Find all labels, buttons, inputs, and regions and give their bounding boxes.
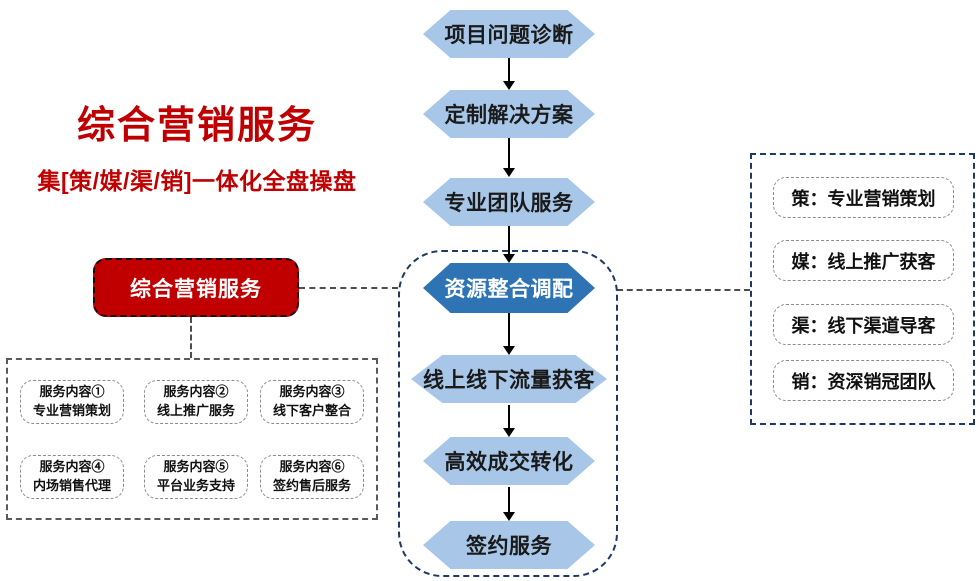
- service-item-number: 服务内容④: [39, 459, 105, 475]
- flow-step-label: 签约服务: [466, 535, 552, 558]
- service-item-2: 服务内容② 线上推广服务: [144, 380, 248, 424]
- service-item-number: 服务内容①: [39, 384, 105, 400]
- connector-flow-to-legend: [617, 289, 750, 291]
- legend-item-sales: 销：资深销冠团队: [773, 360, 954, 401]
- flow-step-problem-diagnosis: 项目问题诊断: [423, 10, 595, 58]
- flow-step-label: 项目问题诊断: [444, 24, 574, 47]
- flow-step-signing-service: 签约服务: [423, 521, 595, 569]
- legend-item-channel: 渠：线下渠道导客: [773, 304, 954, 345]
- service-item-number: 服务内容⑤: [163, 459, 229, 475]
- flow-step-label: 线上线下流量获客: [423, 369, 595, 392]
- service-item-number: 服务内容⑥: [279, 459, 345, 475]
- flow-step-label: 专业团队服务: [444, 192, 574, 215]
- service-item-label: 内场销售代理: [32, 478, 111, 493]
- legend-item-media: 媒：线上推广获客: [773, 240, 954, 281]
- legend-item-label: 媒：线上推广获客: [791, 251, 936, 272]
- page-title: 综合营销服务: [76, 105, 317, 147]
- flow-arrow-down-icon: [503, 405, 515, 437]
- flow-step-label: 资源整合调配: [444, 278, 574, 301]
- flow-arrow-down-icon: [503, 487, 515, 521]
- flow-step-label: 高效成交转化: [444, 451, 574, 474]
- service-item-number: 服务内容③: [279, 384, 345, 400]
- service-item-label: 签约售后服务: [272, 478, 351, 493]
- legend-item-label: 策：专业营销策划: [791, 188, 936, 209]
- summary-node: 综合营销服务: [93, 258, 299, 317]
- flow-step-resource-integration: 资源整合调配: [423, 263, 595, 313]
- service-item-4: 服务内容④ 内场销售代理: [20, 455, 124, 499]
- flow-arrow-down-icon: [503, 138, 515, 177]
- page-subtitle: 集[策/媒/渠/销]一体化全盘操盘: [37, 168, 357, 194]
- service-item-label: 平台业务支持: [156, 478, 235, 493]
- flow-arrow-down-icon: [503, 226, 515, 263]
- title-block: 综合营销服务 集[策/媒/渠/销]一体化全盘操盘: [22, 94, 372, 196]
- legend-group: 策：专业营销策划 媒：线上推广获客 渠：线下渠道导客 销：资深销冠团队: [750, 153, 975, 425]
- flow-step-custom-solution: 定制解决方案: [423, 90, 595, 138]
- flow-step-label: 定制解决方案: [444, 104, 574, 127]
- flow-step-professional-team: 专业团队服务: [423, 178, 595, 226]
- legend-item-label: 渠：线下渠道导客: [791, 315, 936, 336]
- connector-summary-to-flow: [299, 287, 398, 289]
- connector-summary-to-services: [190, 317, 192, 358]
- service-item-label: 线上推广服务: [156, 403, 235, 418]
- summary-node-label: 综合营销服务: [130, 277, 262, 301]
- service-item-3: 服务内容③ 线下客户整合: [260, 380, 364, 424]
- service-item-number: 服务内容②: [163, 384, 229, 400]
- flow-arrow-down-icon: [503, 313, 515, 355]
- service-item-1: 服务内容① 专业营销策划: [20, 380, 124, 424]
- flow-step-deal-conversion: 高效成交转化: [423, 437, 595, 485]
- service-item-label: 专业营销策划: [32, 403, 111, 418]
- service-item-label: 线下客户整合: [272, 403, 351, 418]
- services-group: 服务内容① 专业营销策划 服务内容② 线上推广服务 服务内容③ 线下客户整合 服…: [6, 358, 378, 520]
- flow-arrow-down-icon: [503, 58, 515, 90]
- service-item-6: 服务内容⑥ 签约售后服务: [260, 455, 364, 499]
- legend-item-strategy: 策：专业营销策划: [773, 177, 954, 218]
- service-item-5: 服务内容⑤ 平台业务支持: [144, 455, 248, 499]
- flow-step-traffic-acquisition: 线上线下流量获客: [411, 355, 607, 403]
- legend-item-label: 销：资深销冠团队: [791, 371, 936, 392]
